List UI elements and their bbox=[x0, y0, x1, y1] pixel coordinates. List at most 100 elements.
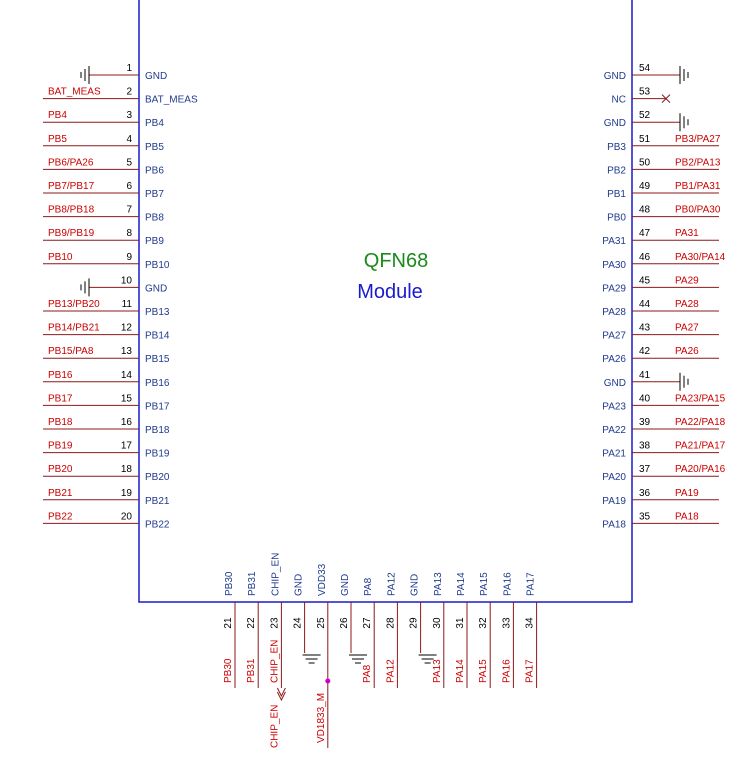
no-connect-icon bbox=[661, 94, 671, 103]
pin-name: PA15 bbox=[479, 572, 490, 596]
pin-name: PB2 bbox=[607, 165, 626, 176]
pin-name: PB7 bbox=[145, 189, 164, 200]
pin-name: PB10 bbox=[145, 260, 170, 271]
pin-number: 30 bbox=[432, 617, 443, 629]
net-label: PA17 bbox=[525, 659, 536, 683]
net-label: PB10 bbox=[48, 252, 73, 263]
pin-name: PA13 bbox=[433, 572, 444, 596]
net-label: PB5 bbox=[48, 134, 67, 145]
pin-name: PA26 bbox=[602, 354, 626, 365]
net-label: CHIP_EN bbox=[269, 640, 280, 683]
pin-name: PB20 bbox=[145, 472, 170, 483]
net-label: PB22 bbox=[48, 511, 73, 522]
ground-icon bbox=[302, 654, 321, 664]
pin-number: 14 bbox=[121, 370, 133, 381]
net-label: BAT_MEAS bbox=[48, 87, 101, 98]
pin-number: 3 bbox=[126, 110, 132, 121]
pin-name: NC bbox=[612, 95, 626, 106]
pin-number: 7 bbox=[126, 205, 132, 216]
pin-name: PB14 bbox=[145, 331, 170, 342]
pin-number: 28 bbox=[385, 617, 396, 629]
net-label: PB31 bbox=[246, 658, 257, 683]
pin-number: 1 bbox=[126, 63, 132, 74]
pin-number: 24 bbox=[293, 617, 304, 629]
module-title-line1: QFN68 bbox=[364, 250, 428, 272]
pin-number: 52 bbox=[639, 110, 651, 121]
ground-icon bbox=[80, 278, 90, 297]
pin-name: PA18 bbox=[602, 519, 626, 530]
pin-name: PA12 bbox=[386, 572, 397, 596]
pin-number: 32 bbox=[478, 617, 489, 629]
pin-name: GND bbox=[604, 118, 626, 129]
ground-icon bbox=[349, 654, 367, 664]
pin-name: PB1 bbox=[607, 189, 626, 200]
junction-dot bbox=[325, 678, 331, 684]
pin-number: 5 bbox=[126, 157, 132, 168]
left-pin-column: 1GND2BAT_MEASBAT_MEAS3PB4PB44PB5PB55PB6P… bbox=[43, 63, 198, 530]
right-pin-column: 54GND53NC52GND51PB3PB3/PA2750PB2PB2/PA13… bbox=[602, 63, 725, 530]
pin-name: PA23 bbox=[602, 401, 626, 412]
net-label: PA20/PA16 bbox=[675, 464, 726, 475]
pin-number: 18 bbox=[121, 464, 133, 475]
pin-name: PB21 bbox=[145, 496, 170, 507]
pin-name: PB15 bbox=[145, 354, 170, 365]
net-label: PA15 bbox=[478, 659, 489, 683]
ground-icon bbox=[80, 66, 90, 84]
net-label: VD1833_M bbox=[316, 693, 327, 743]
port-arrow-icon bbox=[276, 687, 286, 702]
net-label: PA16 bbox=[501, 659, 512, 683]
pin-number: 41 bbox=[639, 370, 651, 381]
pin-name: PA22 bbox=[602, 425, 626, 436]
pin-name: PA29 bbox=[602, 283, 626, 294]
pin-number: 8 bbox=[126, 228, 132, 239]
pin-number: 10 bbox=[121, 275, 133, 286]
pin-number: 35 bbox=[639, 511, 651, 522]
pin-number: 43 bbox=[639, 323, 651, 334]
pin-name: PA21 bbox=[602, 449, 626, 460]
net-label: PA22/PA18 bbox=[675, 417, 726, 428]
pin-number: 39 bbox=[639, 417, 651, 428]
net-label: PA23/PA15 bbox=[675, 393, 726, 404]
net-label: PA18 bbox=[675, 511, 699, 522]
pin-name: PA27 bbox=[602, 331, 626, 342]
pin-name: PA30 bbox=[602, 260, 626, 271]
pin-name: VDD33 bbox=[317, 563, 328, 596]
net-label: PB21 bbox=[48, 488, 73, 499]
pin-name: PB13 bbox=[145, 307, 170, 318]
pin-number: 6 bbox=[126, 181, 132, 192]
net-label: PB16 bbox=[48, 370, 73, 381]
pin-number: 29 bbox=[409, 617, 420, 629]
pin-number: 44 bbox=[639, 299, 651, 310]
pin-number: 49 bbox=[639, 181, 651, 192]
net-label: PA31 bbox=[675, 228, 699, 239]
net-label: PA30/PA14 bbox=[675, 252, 726, 263]
net-label: PB7/PB17 bbox=[48, 181, 95, 192]
pin-number: 47 bbox=[639, 228, 651, 239]
pin-number: 26 bbox=[339, 617, 350, 629]
